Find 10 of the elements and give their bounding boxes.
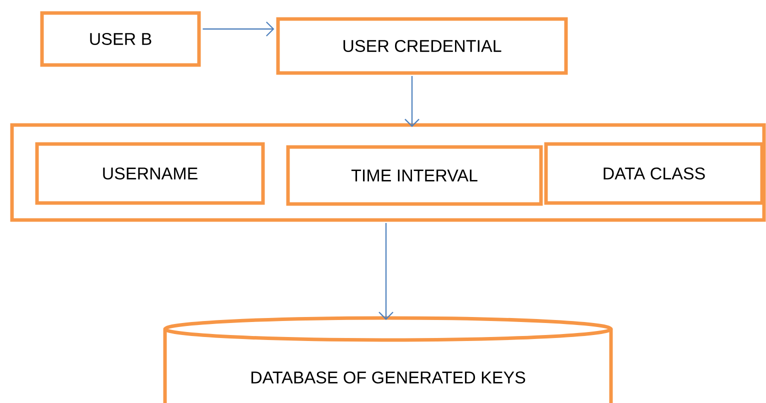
database-cylinder: DATABASE OF GENERATED KEYS xyxy=(163,316,613,403)
arrow xyxy=(404,76,420,127)
arrow xyxy=(202,22,274,36)
process-box: TIME INTERVAL xyxy=(286,145,543,206)
process-box: USER B xyxy=(40,11,201,67)
process-box: USERNAME xyxy=(35,142,265,205)
group-box xyxy=(10,123,766,222)
arrow xyxy=(378,222,394,320)
process-box: USER CREDENTIAL xyxy=(276,17,568,75)
process-box: DATA CLASS xyxy=(544,142,764,205)
